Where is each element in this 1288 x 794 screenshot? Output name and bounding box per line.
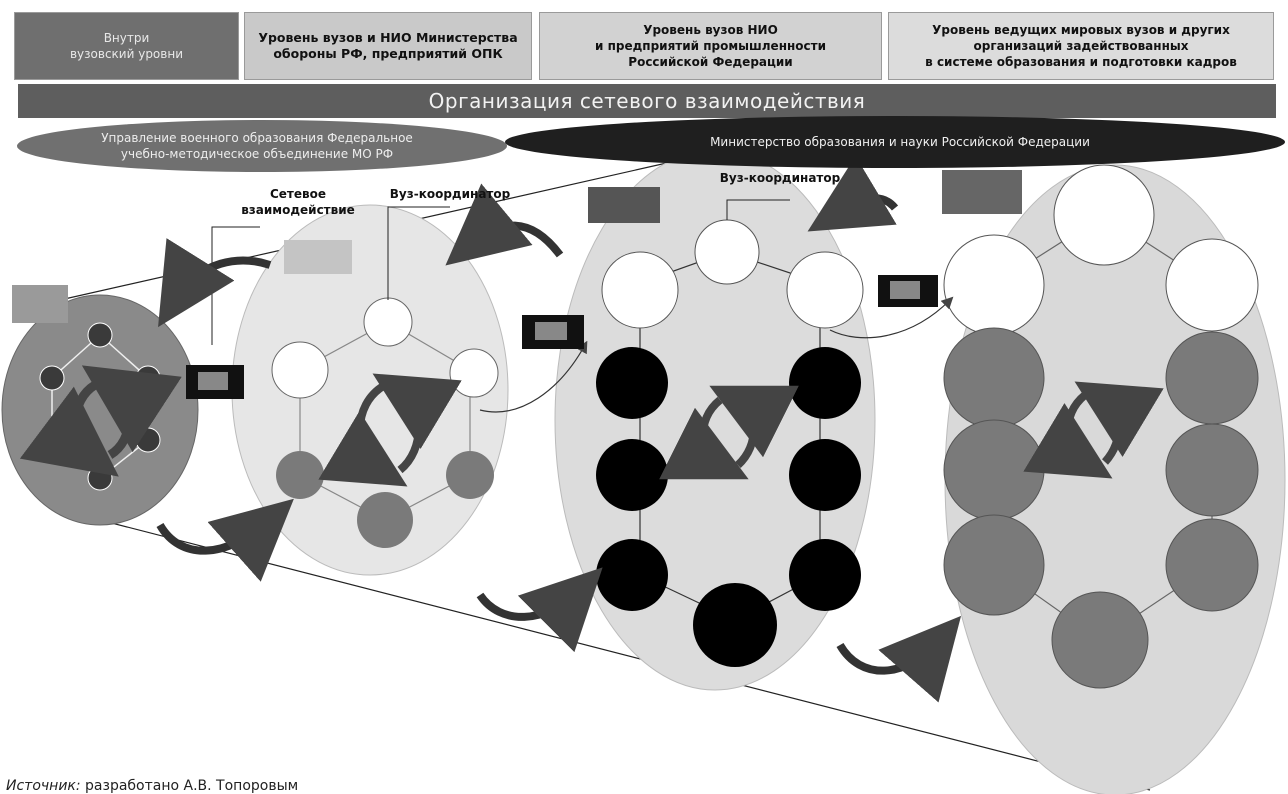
computer-icon xyxy=(522,315,584,349)
source-text: разработано А.В. Топоровым xyxy=(80,778,299,794)
coordinator-label-2: Вуз-координатор xyxy=(719,171,841,185)
computer-icon xyxy=(186,365,244,399)
level-mo: Уровень вузов и НИО Министерства обороны… xyxy=(244,12,532,80)
level-internal: Внутри вузовский уровни xyxy=(14,12,239,80)
ellipse-right-text: Министерство образования и науки Российс… xyxy=(710,135,1090,149)
source-note: Источник: разработано А.В. Топоровым xyxy=(6,778,298,794)
globe-icon xyxy=(942,170,1022,214)
network-label: Сетевое взаимодействие xyxy=(241,187,355,217)
level-industry: Уровень вузов НИО и предприятий промышле… xyxy=(539,12,882,80)
emblem-icon xyxy=(12,285,68,323)
level-world: Уровень ведущих мировых вузов и других о… xyxy=(888,12,1274,80)
ellipse-layer xyxy=(17,116,1285,172)
flag-icon xyxy=(588,187,660,223)
computer-icon xyxy=(878,275,938,307)
emblem-icon xyxy=(284,240,352,274)
coordinator-label-1: Вуз-координатор xyxy=(389,187,511,201)
source-prefix: Источник: xyxy=(6,778,81,794)
ellipse-left-text: Управление военного образования Федераль… xyxy=(101,131,413,161)
network-banner: Организация сетевого взаимодействия xyxy=(18,84,1276,118)
